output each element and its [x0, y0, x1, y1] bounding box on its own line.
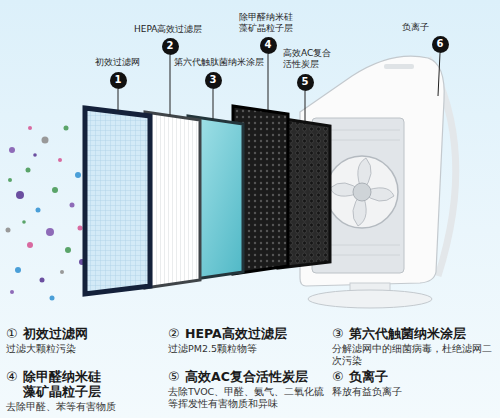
callout-number: 1 [115, 75, 122, 85]
hepa-filter [145, 112, 200, 288]
part-description: 分解滤网中的细菌病毒，杜绝滤网二次污染 [332, 343, 492, 367]
part-description: 去除甲醛、苯等有害物质 [6, 401, 158, 413]
pollution-particles [6, 126, 89, 301]
part-label: 第六代触肽菌纳米涂层 [174, 57, 264, 68]
callout-number: 3 [210, 75, 217, 85]
part-name: 第六代触菌纳米涂层 [349, 326, 492, 341]
part-description: 过滤大颗粒污染 [6, 343, 158, 355]
part-name: 负离子 [349, 369, 492, 384]
part-name: 初效过滤网 [23, 326, 158, 341]
callout-circle: 3 [205, 72, 222, 89]
callout-number: ⑤ [168, 369, 180, 384]
callout-circle: 5 [297, 74, 314, 91]
part-label: 除甲醛纳米硅藻矿晶粒子层 [239, 12, 296, 34]
callout-circle: 4 [260, 37, 277, 54]
callout-number: ④ [6, 369, 18, 384]
callout-number: 4 [265, 40, 272, 50]
part-description: 去除TVOC、甲醛、氨气、二氧化硫等挥发性有害物质和异味 [168, 386, 326, 410]
part-name: HEPA高效过滤层 [185, 326, 326, 341]
part-label: HEPA高效过滤层 [134, 24, 202, 35]
part-description: 释放有益负离子 [332, 386, 492, 398]
callout-number: 6 [437, 39, 444, 49]
callout-number: ③ [332, 326, 344, 341]
part-label: 初效过滤网 [95, 57, 140, 68]
callout-number: 5 [302, 77, 309, 87]
part-label: 高效AC复合活性炭层 [283, 48, 335, 70]
callout-circle: 6 [432, 36, 449, 53]
primary-filter [85, 108, 150, 294]
callout-number: ① [6, 326, 18, 341]
part-name: 高效AC复合活性炭层 [185, 369, 326, 384]
part-name: 除甲醛纳米硅藻矿晶粒子层 [23, 369, 103, 399]
callout-number: 2 [167, 41, 174, 51]
callout-circle: 1 [110, 72, 127, 89]
leader-lines [118, 53, 440, 121]
part-label: 负离子 [402, 22, 429, 33]
callout-number: ② [168, 326, 180, 341]
callout-circle: 2 [162, 38, 179, 55]
callout-number: ⑥ [332, 369, 344, 384]
part-description: 过滤PM2.5颗粒物等 [168, 343, 326, 355]
